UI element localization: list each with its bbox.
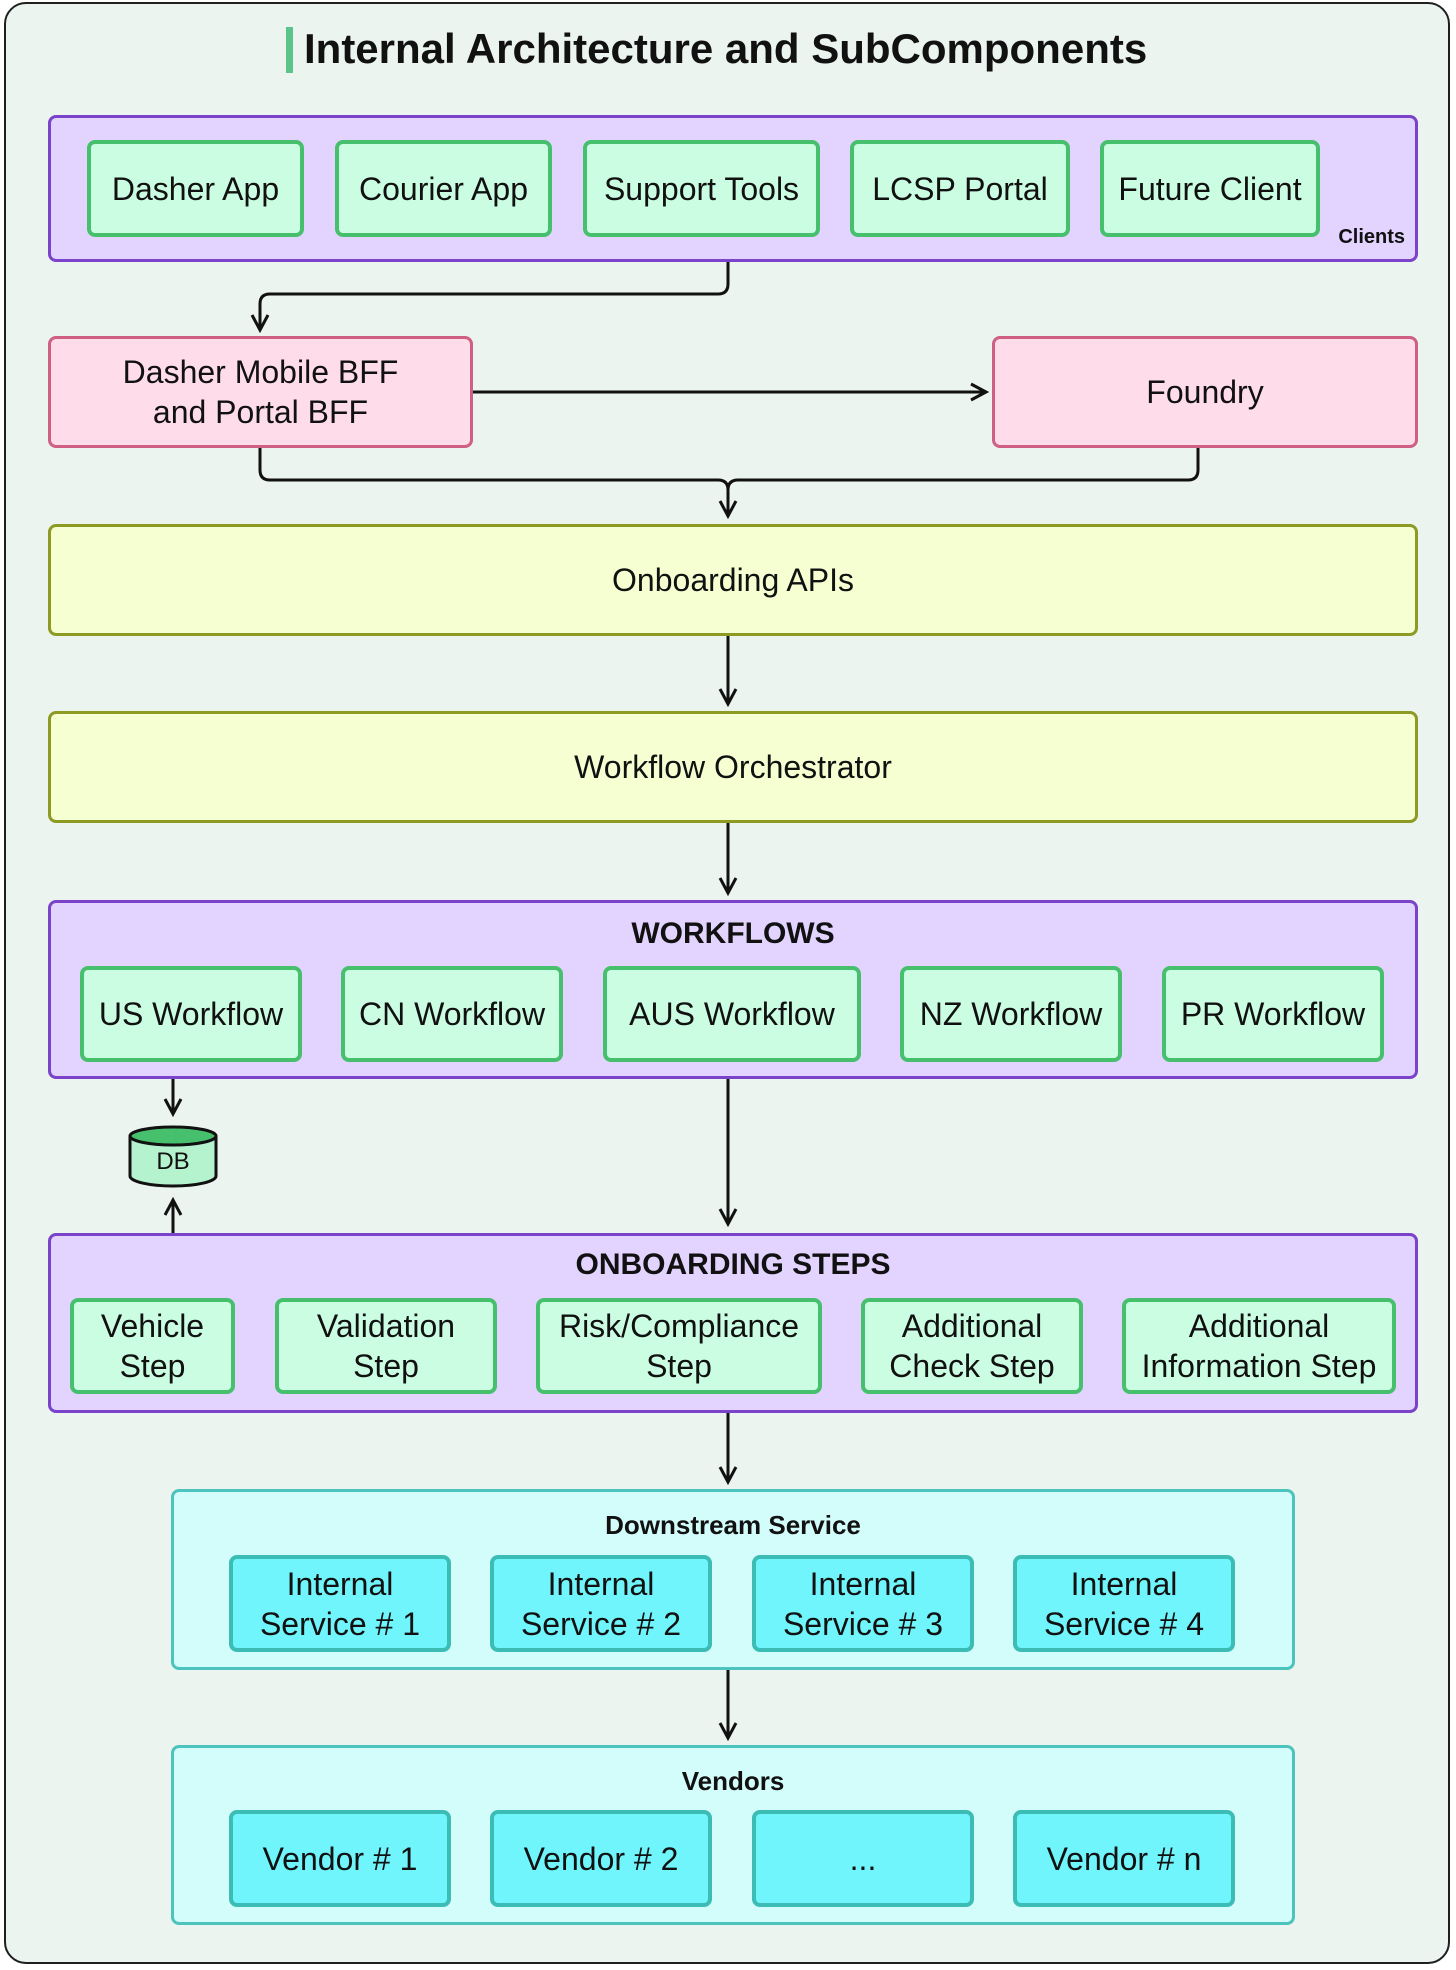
step-additional-check: Additional Check Step (861, 1298, 1083, 1394)
bff-to-apis-connector (258, 448, 728, 516)
vendors-heading: Vendors (681, 1766, 785, 1796)
step-additional-information: Additional Information Step (1122, 1298, 1396, 1394)
step-risk-compliance: Risk/Compliance Step (536, 1298, 822, 1394)
vendor-2: Vendor # 2 (490, 1810, 712, 1907)
internal-service-3: Internal Service # 3 (752, 1555, 974, 1652)
foundry-to-apis-connector (726, 448, 1200, 491)
workflow-aus: AUS Workflow (603, 966, 861, 1062)
internal-service-4: Internal Service # 4 (1013, 1555, 1235, 1652)
workflow-pr: PR Workflow (1162, 966, 1384, 1062)
onboarding-apis-box: Onboarding APIs (48, 524, 1418, 636)
client-future-client: Future Client (1100, 140, 1320, 237)
downstream-heading: Downstream Service (605, 1510, 861, 1540)
client-courier-app: Courier App (335, 140, 552, 237)
vendor-n: Vendor # n (1013, 1810, 1235, 1907)
client-support-tools: Support Tools (583, 140, 820, 237)
onboarding-steps-heading: ONBOARDING STEPS (575, 1248, 891, 1281)
step-vehicle: Vehicle Step (70, 1298, 235, 1394)
bff-box: Dasher Mobile BFF and Portal BFF (48, 336, 473, 448)
title-accent-bar (286, 27, 293, 73)
client-lcsp-portal: LCSP Portal (850, 140, 1070, 237)
step-validation: Validation Step (275, 1298, 497, 1394)
internal-service-2: Internal Service # 2 (490, 1555, 712, 1652)
workflow-orchestrator-box: Workflow Orchestrator (48, 711, 1418, 823)
workflow-us: US Workflow (80, 966, 302, 1062)
db-cylinder-icon (128, 1125, 218, 1188)
internal-service-1: Internal Service # 1 (229, 1555, 451, 1652)
diagram-title: Internal Architecture and SubComponents (304, 25, 1148, 72)
workflow-cn: CN Workflow (341, 966, 563, 1062)
workflows-heading: WORKFLOWS (631, 917, 835, 950)
clients-to-bff-connector (260, 262, 730, 330)
workflow-nz: NZ Workflow (900, 966, 1122, 1062)
clients-tag: Clients (1338, 226, 1405, 248)
foundry-box: Foundry (992, 336, 1418, 448)
client-dasher-app: Dasher App (87, 140, 304, 237)
vendor-1: Vendor # 1 (229, 1810, 451, 1907)
vendor-ellipsis: ... (752, 1810, 974, 1907)
db-label: DB (156, 1148, 190, 1175)
